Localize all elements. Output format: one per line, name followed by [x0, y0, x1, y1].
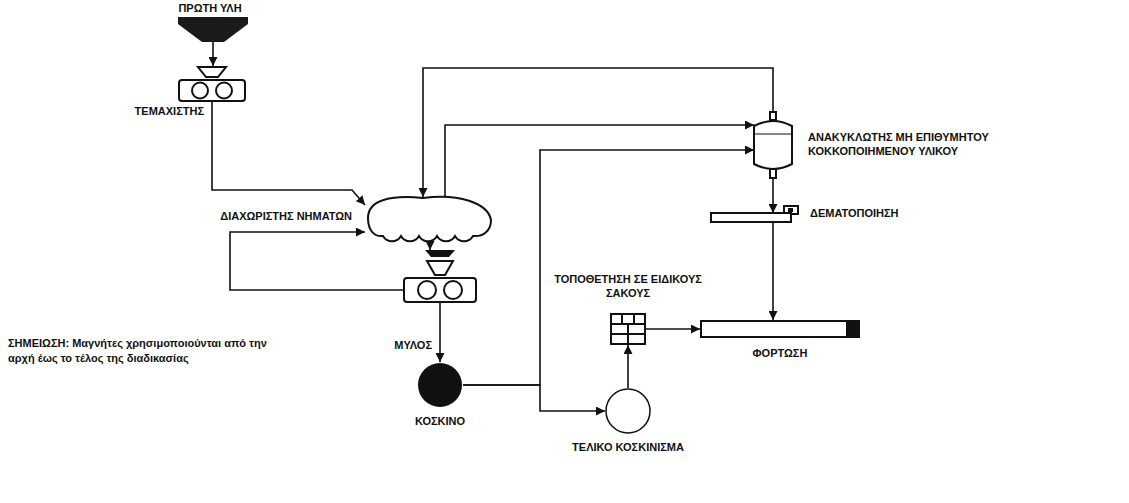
- flow-arrow: [445, 125, 754, 196]
- bagging-unit: ΤΟΠΟΘΕΤΗΣΗ ΣΕ ΕΙΔΙΚΟΥΣ ΣΑΚΟΥΣ: [610, 313, 646, 345]
- sieve-icon: [417, 362, 463, 408]
- shredder-icon: [178, 66, 246, 102]
- mill-icon: [403, 250, 477, 303]
- flow-arrow: [212, 42, 214, 66]
- fiber-separator: ΔΙΑΧΩΡΙΣΤΗΣ ΝΗΜΑΤΩΝ: [363, 193, 493, 243]
- bale-icon: [710, 205, 800, 228]
- node-label: ΦΟΡΤΩΣΗ: [735, 346, 825, 360]
- cloud-icon: [363, 193, 493, 243]
- raw-material-hopper: ΠΡΩΤΗ ΥΛΗ: [178, 17, 248, 42]
- final-screening-circle: ΤΕΛΙΚΟ ΚΟΣΚΙΝΙΣΜΑ: [605, 388, 651, 434]
- connector-group: [212, 42, 773, 411]
- node-label: ΚΟΣΚΙΝΟ: [385, 414, 495, 428]
- loading-bay: ΦΟΡΤΩΣΗ: [700, 320, 860, 338]
- hopper-icon: [178, 17, 248, 42]
- node-label: ΔΕΜΑΤΟΠΟΙΗΣΗ: [810, 206, 970, 220]
- flow-arrow: [646, 328, 700, 330]
- node-label: ΑΝΑΚΥΚΛΩΤΗΣ ΜΗ ΕΠΙΘΥΜΗΤΟΥ ΚΟΚΚΟΠΟΙΗΜΕΝΟΥ…: [808, 130, 1048, 158]
- flow-arrow: [463, 150, 754, 385]
- baling-press: ΔΕΜΑΤΟΠΟΙΗΣΗ: [710, 205, 800, 228]
- flow-arrow: [772, 222, 774, 320]
- sieve-circle: ΚΟΣΚΙΝΟ: [417, 362, 463, 408]
- screen-icon: [605, 388, 651, 434]
- note-text: ΣΗΜΕΙΩΣΗ: Μαγνήτες χρησιμοποιούνται από …: [8, 336, 280, 366]
- node-label: ΜΥΛΟΣ: [362, 338, 432, 352]
- truck-icon: [700, 320, 860, 338]
- node-label: ΤΟΠΟΘΕΤΗΣΗ ΣΕ ΕΙΔΙΚΟΥΣ ΣΑΚΟΥΣ: [553, 272, 703, 300]
- recycler-vessel: ΑΝΑΚΥΚΛΩΤΗΣ ΜΗ ΕΠΙΘΥΜΗΤΟΥ ΚΟΚΚΟΠΟΙΗΜΕΝΟΥ…: [748, 112, 798, 178]
- node-label: ΤΕΜΑΧΙΣΤΗΣ: [96, 104, 204, 118]
- flow-arrow: [230, 232, 403, 290]
- flow-arrow: [212, 102, 365, 205]
- shredder-machine: ΤΕΜΑΧΙΣΤΗΣ: [178, 66, 246, 102]
- node-label: ΤΕΛΙΚΟ ΚΟΣΚΙΝΙΣΜΑ: [543, 440, 713, 454]
- node-label: ΔΙΑΧΩΡΙΣΤΗΣ ΝΗΜΑΤΩΝ: [196, 209, 352, 223]
- flow-arrow: [439, 303, 441, 362]
- flow-arrow: [772, 178, 774, 213]
- flow-arrow: [627, 345, 629, 388]
- node-label: ΠΡΩΤΗ ΥΛΗ: [150, 1, 270, 15]
- flow-arrow: [463, 385, 605, 411]
- mill-machine: ΜΥΛΟΣ: [403, 250, 477, 303]
- bag-icon: [610, 313, 646, 345]
- vessel-icon: [748, 112, 798, 178]
- flow-arrow: [423, 68, 773, 197]
